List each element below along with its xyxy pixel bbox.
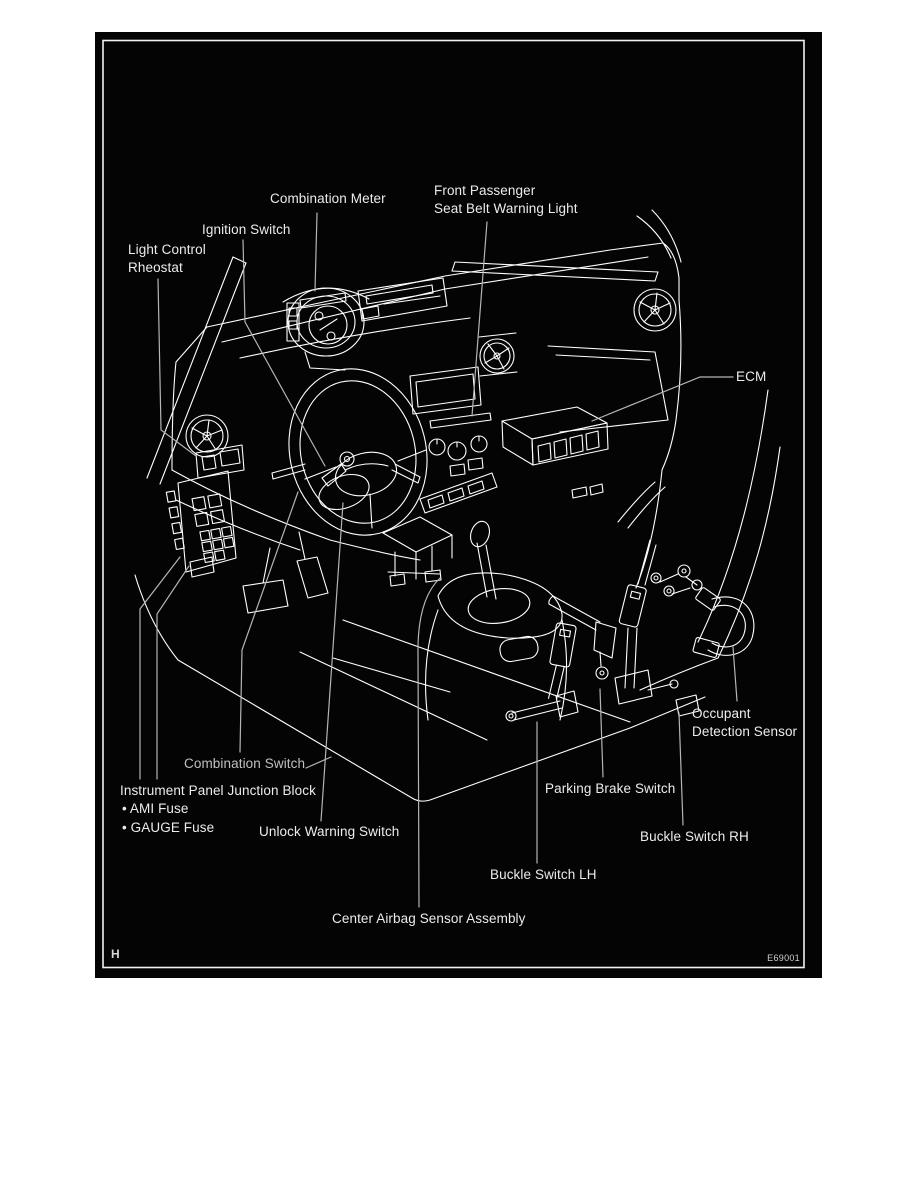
buckle-switch-lh-part (505, 622, 579, 722)
junction-block (165, 444, 245, 578)
leader-unlock-warning-switch (320, 502, 344, 822)
leader-ignition-switch (242, 239, 326, 467)
leader-combination-meter (314, 212, 318, 292)
diagram-panel (95, 32, 822, 978)
leader-buckle-switch-rh (678, 712, 684, 826)
ecm-module (501, 406, 609, 466)
ignition-key-and-column (271, 451, 421, 511)
glove-box (547, 345, 669, 433)
leader-front-passenger-warning-light (471, 221, 488, 417)
buckle-switch-rh-part (614, 539, 700, 717)
leader-combination-switch (239, 491, 332, 769)
combination-meter-cluster (282, 287, 370, 371)
leader-junction-block-2 (156, 565, 190, 780)
leader-center-airbag-sensor (417, 577, 441, 908)
pedals (242, 531, 329, 614)
leader-parking-brake-switch (599, 688, 604, 778)
left-air-vent (185, 414, 229, 458)
leader-occupant-detection-sensor (732, 646, 738, 702)
occupant-detection-sensor-part (650, 564, 755, 658)
climate-controls (428, 412, 604, 499)
steering-wheel (288, 368, 428, 536)
diagram-border (102, 39, 805, 969)
dashboard-outline (171, 242, 680, 561)
relay-strip (419, 472, 498, 514)
right-air-vent (633, 288, 677, 332)
center-display (409, 366, 482, 415)
center-air-vent (478, 332, 518, 377)
leader-light-control-rheostat (157, 278, 197, 457)
audio-unit (357, 277, 448, 322)
leader-junction-block-1 (139, 556, 181, 780)
leader-ecm (591, 376, 734, 422)
parking-brake-lever (548, 595, 617, 680)
floor-and-seat-lines (134, 389, 781, 802)
airbag-sensor-assembly (382, 516, 453, 587)
console-and-shifter (425, 481, 666, 721)
a-pillar-right (635, 209, 682, 589)
